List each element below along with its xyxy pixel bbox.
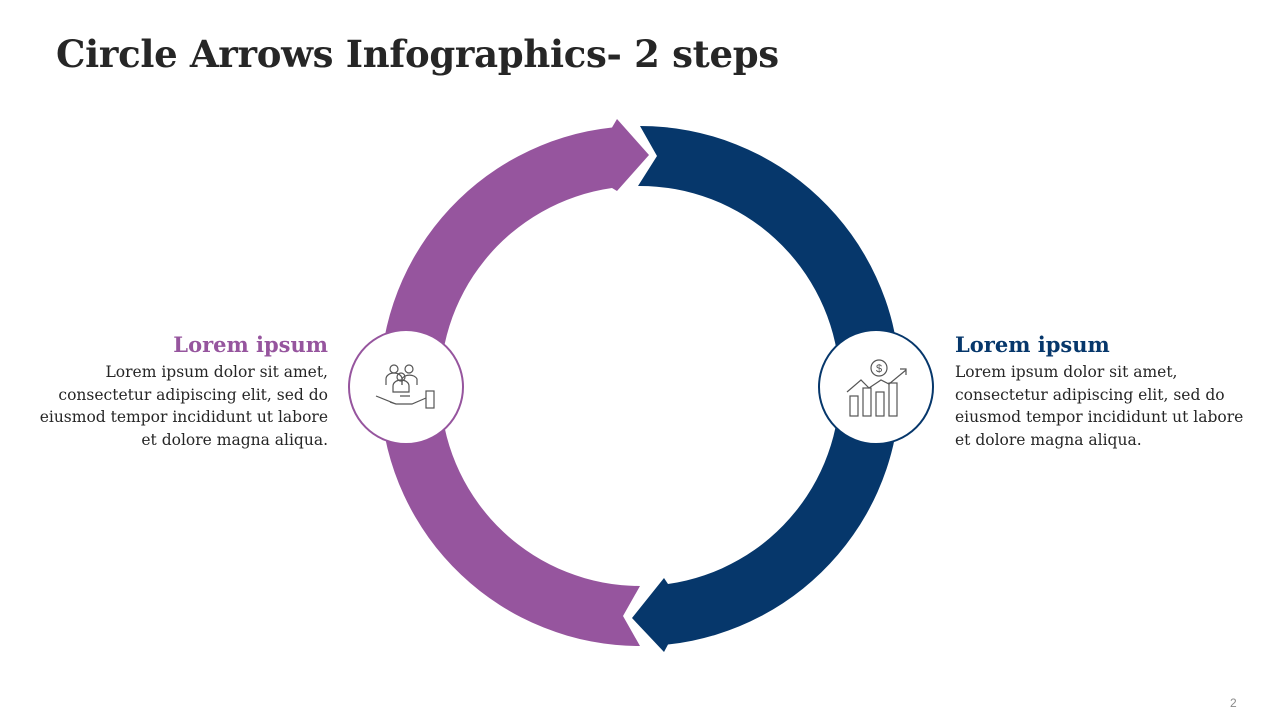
step-1-text: Lorem ipsum Lorem ipsum dolor sit amet, … (28, 332, 328, 451)
svg-text:$: $ (876, 363, 882, 375)
step-1-icon-circle (348, 329, 464, 445)
page-number: 2 (1230, 696, 1237, 710)
step-2-icon-circle: $ (818, 329, 934, 445)
people-in-hand-icon (375, 364, 435, 409)
step-2-body: Lorem ipsum dolor sit amet, consectetur … (955, 363, 1244, 449)
step-1-arrow (379, 119, 649, 647)
step-2-text: Lorem ipsum Lorem ipsum dolor sit amet, … (955, 332, 1245, 451)
step-2-heading: Lorem ipsum (955, 332, 1110, 357)
step-2-arrow (632, 125, 901, 652)
slide-title: Circle Arrows Infographics- 2 steps (56, 32, 779, 76)
step-1-heading: Lorem ipsum (173, 332, 328, 357)
step-1-body: Lorem ipsum dolor sit amet, consectetur … (39, 363, 328, 449)
financial-growth-chart-icon: $ (846, 359, 907, 417)
